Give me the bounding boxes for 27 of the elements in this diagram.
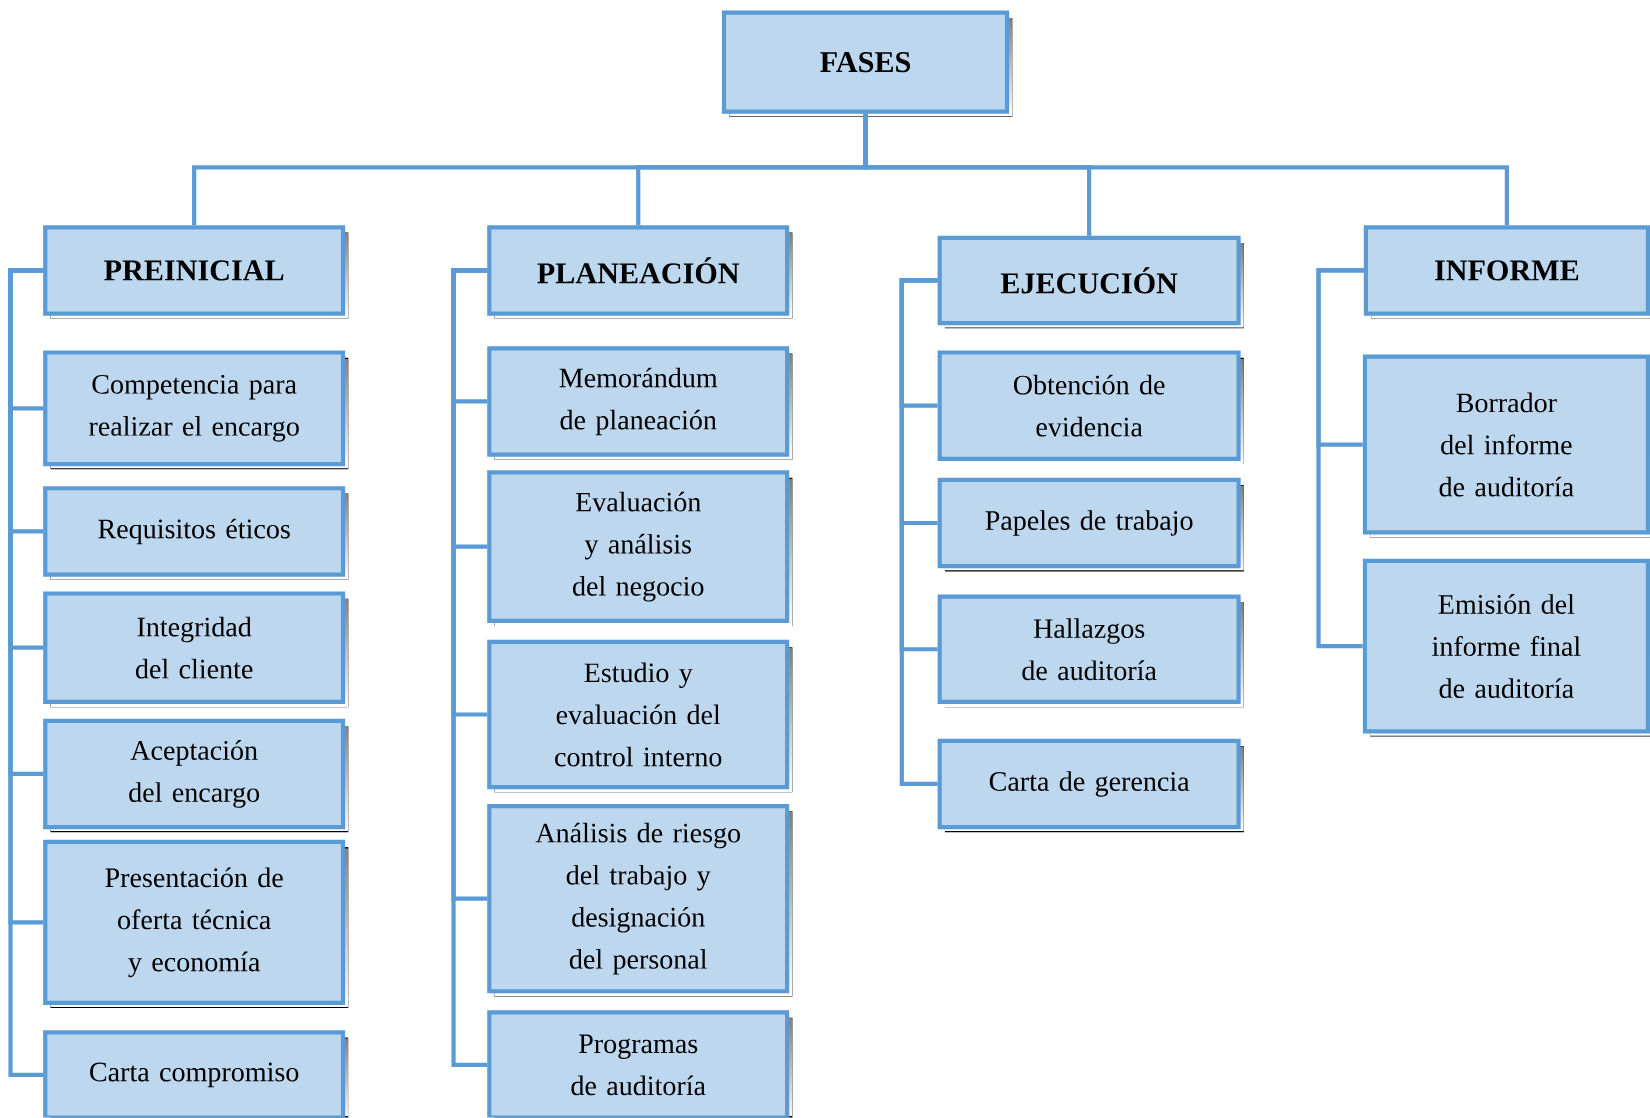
step-box: Estudio y evaluación del control interno xyxy=(487,640,793,793)
step-box: Memorándum de planeación xyxy=(487,346,793,461)
step-box: Borrador del informe de auditoría xyxy=(1362,354,1650,538)
step-box: Evaluación y análisis del negocio xyxy=(487,470,793,627)
step-box: Carta compromiso xyxy=(43,1030,349,1118)
connector-line xyxy=(451,268,488,1068)
connector-line xyxy=(899,278,938,787)
step-box: Hallazgos de auditoría xyxy=(937,594,1244,708)
step-box: Aceptación del encargo xyxy=(43,718,349,833)
connector-line xyxy=(1316,268,1364,649)
step-box: Obtención de evidencia xyxy=(937,350,1244,465)
heading-box: EJECUCIÓN xyxy=(937,235,1244,329)
heading-box: PREINICIAL xyxy=(43,225,349,320)
step-box: Competencia para realizar el encargo xyxy=(43,350,349,470)
step-box: Carta de gerencia xyxy=(937,738,1244,833)
step-box: Requisitos éticos xyxy=(43,486,349,581)
step-box: Papeles de trabajo xyxy=(937,477,1244,572)
heading-box: FASES xyxy=(721,10,1013,117)
connector-line xyxy=(8,268,44,1078)
step-box: Emisión del informe final de auditoría xyxy=(1362,559,1650,737)
step-box: Integridad del cliente xyxy=(43,591,349,708)
step-box: Análisis de riesgo del trabajo y designación del personal xyxy=(487,804,793,997)
connector-line xyxy=(863,113,1509,226)
heading-box: INFORME xyxy=(1363,225,1650,320)
step-box: Programas de auditoría xyxy=(487,1010,793,1118)
step-box: Presentación de oferta técnica y economía xyxy=(43,839,349,1009)
heading-box: PLANEACIÓN xyxy=(487,225,793,320)
